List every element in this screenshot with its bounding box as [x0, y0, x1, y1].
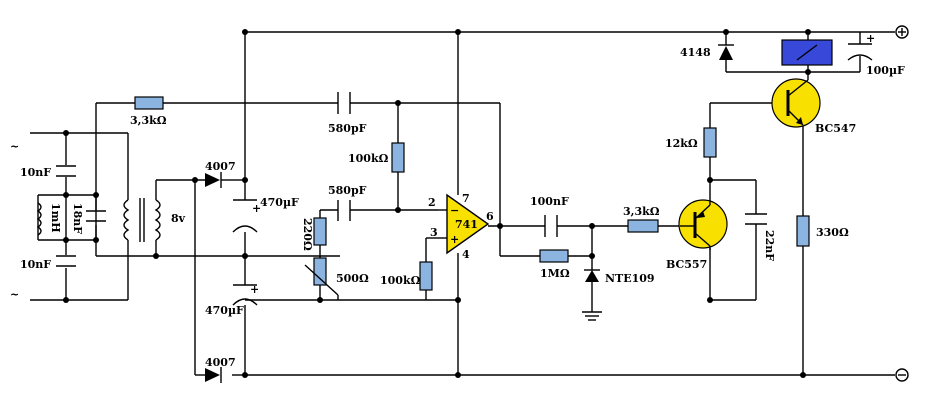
label-transistor-pnp: BC557	[666, 258, 707, 271]
resistor-3k3-input	[134, 96, 164, 110]
resistor-12k	[703, 127, 717, 158]
label-inductor: 1mH	[49, 203, 62, 233]
label-c-580-mid: 580pF	[328, 184, 367, 197]
label-pin-3: 3	[430, 226, 438, 239]
label-pin-7: 7	[462, 192, 470, 205]
ground-symbol	[582, 311, 602, 321]
ac-symbol-top: ~	[10, 140, 19, 153]
capacitor-470uf-bottom: +	[232, 283, 259, 306]
resistor-100k-bias	[419, 261, 433, 291]
label-c-tank: 18nF	[71, 203, 84, 234]
terminal-minus	[895, 368, 909, 382]
label-r-input: 3,3kΩ	[130, 114, 167, 127]
opamp-741: − +	[438, 193, 490, 255]
label-r-100k-fb: 100kΩ	[348, 152, 389, 165]
label-pin-6: 6	[486, 210, 494, 223]
capacitor-18nf	[86, 210, 106, 222]
svg-text:+: +	[450, 233, 459, 246]
label-r-3k3-out: 3,3kΩ	[623, 205, 660, 218]
label-c-580-top: 580pF	[328, 122, 367, 135]
terminal-plus	[895, 25, 909, 39]
resistor-3k3-output	[627, 219, 659, 233]
relay-coil	[781, 39, 833, 66]
label-c-100n: 100nF	[530, 195, 569, 208]
potentiometer-500	[304, 257, 339, 300]
label-diode-4148: 4148	[680, 46, 711, 59]
label-pin-2: 2	[428, 196, 436, 209]
svg-text:−: −	[450, 204, 459, 217]
label-transformer-v: 8v	[171, 212, 186, 225]
label-r-1m: 1MΩ	[540, 267, 570, 280]
capacitor-580pf-top	[337, 92, 351, 114]
label-pot-500: 500Ω	[336, 272, 369, 285]
label-cap-bottom: 470µF	[205, 304, 244, 317]
capacitor-22nf	[745, 213, 767, 225]
transistor-bc557	[678, 198, 728, 250]
label-r-220: 220Ω	[301, 218, 314, 251]
capacitor-580pf-mid	[337, 200, 351, 221]
label-transistor-npn: BC547	[815, 122, 856, 135]
capacitor-100uf: +	[847, 32, 875, 61]
label-diode-bottom: 4007	[205, 356, 236, 369]
transistor-bc547	[771, 78, 821, 128]
label-cap-top: 470µF	[260, 196, 299, 209]
label-c-top-left: 10nF	[20, 166, 51, 179]
label-r-100k-bias: 100kΩ	[380, 274, 421, 287]
label-opamp: 741	[455, 218, 478, 231]
capacitor-10nf-bottom	[56, 255, 76, 267]
resistor-330	[796, 215, 810, 247]
label-c-100u: 100µF	[866, 64, 905, 77]
inductor-1mh	[36, 202, 42, 236]
label-diode-top: 4007	[205, 160, 236, 173]
resistor-220	[313, 217, 327, 246]
resistor-1m	[539, 249, 569, 263]
capacitor-470uf-top: +	[232, 199, 261, 233]
svg-text:+: +	[252, 202, 261, 215]
svg-text:+: +	[866, 32, 875, 45]
label-c-bottom-left: 10nF	[20, 258, 51, 271]
diode-4007-bottom	[205, 367, 222, 383]
junction-dots	[63, 29, 811, 378]
ac-symbol-bottom: ~	[10, 288, 19, 301]
capacitor-10nf-top	[56, 165, 76, 177]
resistor-100k-feedback	[391, 142, 405, 173]
diode-4007-top	[205, 172, 232, 188]
label-c-22n: 22nF	[763, 230, 776, 261]
transformer	[123, 198, 161, 242]
svg-text:+: +	[250, 283, 259, 296]
label-pin-4: 4	[462, 248, 470, 261]
diode-4148	[718, 38, 734, 60]
label-r-12k: 12kΩ	[665, 137, 698, 150]
label-r-330: 330Ω	[816, 226, 849, 239]
label-diode-nte: NTE109	[605, 272, 655, 285]
diode-nte109	[584, 269, 600, 282]
capacitor-100nf	[544, 215, 558, 237]
